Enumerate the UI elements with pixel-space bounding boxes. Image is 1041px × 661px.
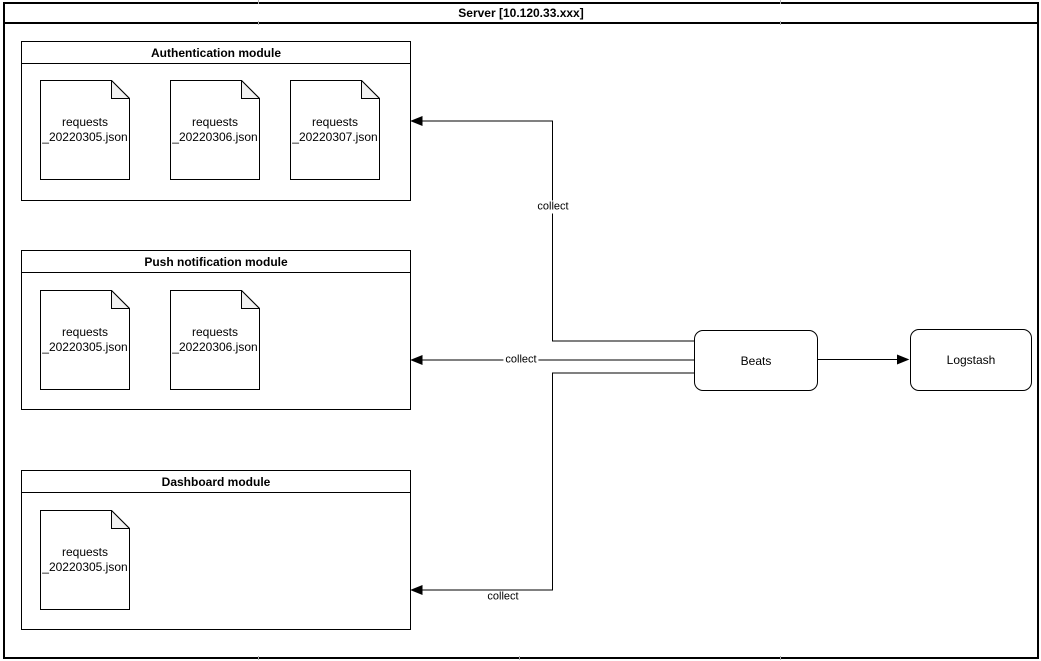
document-icon — [170, 80, 260, 180]
connector-label-collect-push-notification: collect — [503, 353, 539, 367]
module-dashboard-header: Dashboard module — [22, 471, 410, 493]
document-icon — [40, 510, 130, 610]
page-separator-tick — [258, 21, 259, 25]
file-requests-20220306: requests _20220306.json — [170, 80, 260, 180]
file-requests-20220305: requests _20220305.json — [40, 80, 130, 180]
page-separator-tick — [519, 656, 520, 660]
document-icon — [40, 290, 130, 390]
module-title: Push notification module — [144, 254, 288, 269]
file-name: requests _20220306.json — [172, 325, 258, 354]
document-icon — [40, 80, 130, 180]
connector-label-collect-dashboard: collect — [485, 590, 521, 604]
file-requests-20220306: requests _20220306.json — [170, 290, 260, 390]
module-title: Dashboard module — [161, 474, 271, 489]
file-name: requests _20220305.json — [42, 325, 128, 354]
file-name: requests _20220305.json — [42, 115, 128, 144]
file-requests-20220305: requests _20220305.json — [40, 510, 130, 610]
module-push-notification-header: Push notification module — [22, 251, 410, 273]
node-beats: Beats — [694, 330, 818, 391]
server-frame-header: Server [10.120.33.xxx] — [5, 4, 1037, 24]
file-name: requests _20220305.json — [42, 545, 128, 574]
module-push-notification: Push notification module requests _20220… — [21, 250, 411, 410]
connector-label-collect-authentication: collect — [535, 200, 571, 214]
page-separator-tick — [780, 656, 781, 660]
file-requests-20220305: requests _20220305.json — [40, 290, 130, 390]
node-label: Logstash — [946, 353, 996, 367]
node-label: Beats — [740, 353, 772, 368]
page-separator-tick — [780, 21, 781, 25]
page-separator-tick — [258, 0, 259, 4]
document-icon — [290, 80, 380, 180]
file-name: requests _20220307.json — [292, 115, 378, 144]
page-separator-tick — [258, 656, 259, 660]
module-title: Authentication module — [151, 45, 281, 60]
node-logstash: Logstash — [910, 329, 1032, 391]
document-icon — [170, 290, 260, 390]
server-title: Server [10.120.33.xxx] — [458, 6, 584, 20]
module-authentication: Authentication module requests _20220305… — [21, 41, 411, 201]
module-authentication-header: Authentication module — [22, 42, 410, 64]
file-name: requests _20220306.json — [172, 115, 258, 144]
page-separator-tick — [780, 0, 781, 4]
file-requests-20220307: requests _20220307.json — [290, 80, 380, 180]
module-dashboard: Dashboard module requests _20220305.json — [21, 470, 411, 630]
